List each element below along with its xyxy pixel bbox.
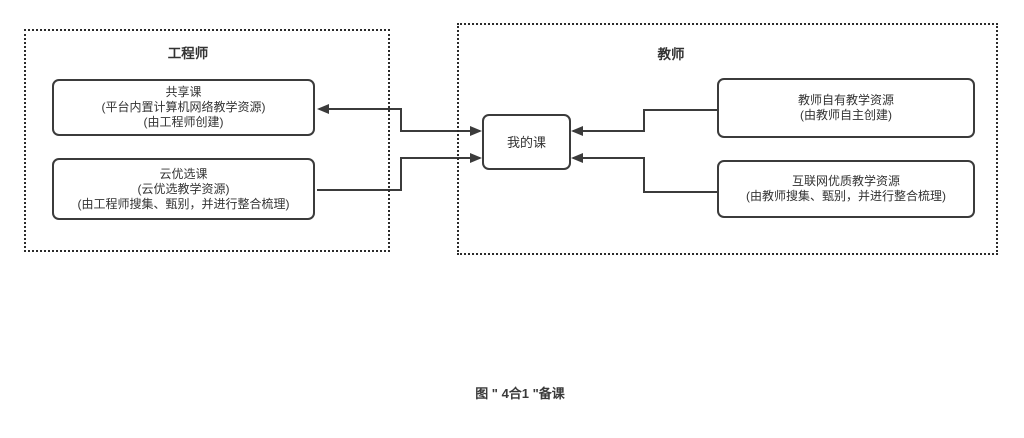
node-internet-quality-sub1: (由教师搜集、甄别，并进行整合梳理): [746, 189, 946, 203]
node-teacher-own-sub1: (由教师自主创建): [800, 108, 892, 122]
node-internet-quality-resource: 互联网优质教学资源 (由教师搜集、甄别，并进行整合梳理): [717, 160, 975, 218]
node-my-course: 我的课: [482, 114, 571, 170]
node-cloud-course-sub2: (由工程师搜集、甄别，并进行整合梳理): [77, 196, 290, 211]
node-cloud-course: 云优选课 (云优选教学资源) (由工程师搜集、甄别，并进行整合梳理): [52, 158, 315, 220]
group-teacher: 教师: [457, 23, 998, 255]
group-teacher-title: 教师: [657, 47, 685, 62]
node-cloud-course-sub1: (云优选教学资源): [137, 181, 230, 196]
node-teacher-own-resource: 教师自有教学资源 (由教师自主创建): [717, 78, 975, 138]
group-engineer: 工程师: [24, 29, 390, 252]
group-engineer-title: 工程师: [167, 46, 209, 61]
node-shared-course-sub2: (由工程师创建): [143, 115, 224, 129]
figure-caption: 图 " 4合1 "备课: [475, 386, 565, 401]
node-cloud-course-title: 云优选课: [159, 166, 208, 181]
node-shared-course-title: 共享课: [165, 85, 202, 99]
node-shared-course-sub1: (平台内置计算机网络教学资源): [101, 100, 266, 114]
node-teacher-own-title: 教师自有教学资源: [797, 93, 894, 107]
node-internet-quality-title: 互联网优质教学资源: [791, 174, 900, 188]
node-my-course-title: 我的课: [506, 134, 546, 150]
node-shared-course: 共享课 (平台内置计算机网络教学资源) (由工程师创建): [52, 79, 315, 136]
